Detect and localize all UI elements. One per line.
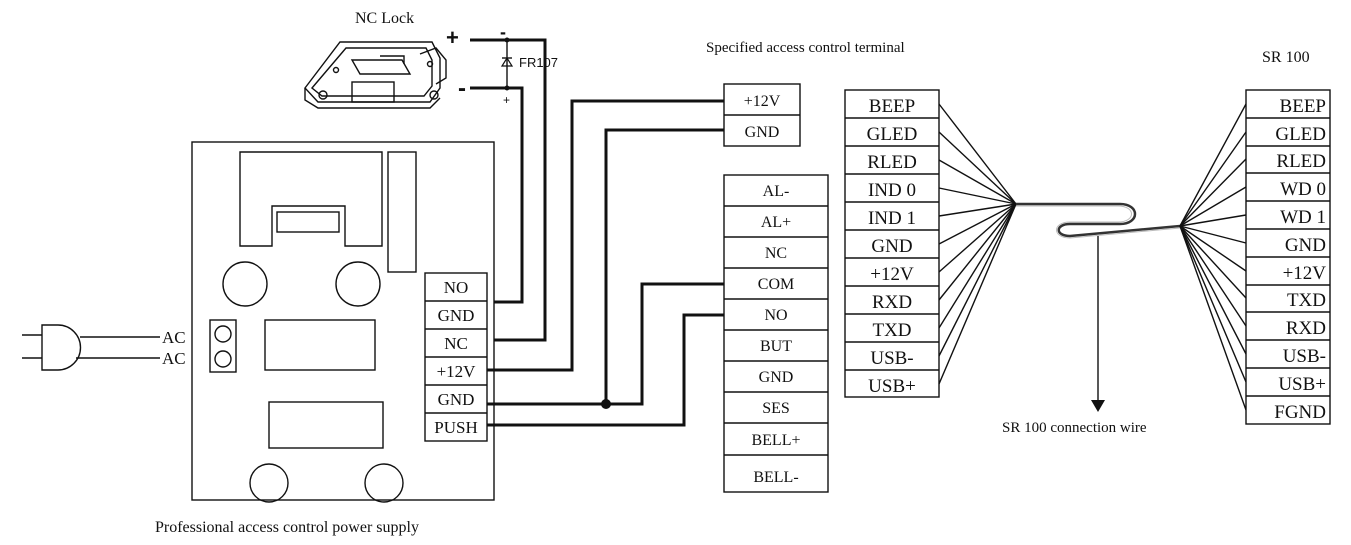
terminal-al-plus: AL+ <box>761 214 791 231</box>
wire-com <box>606 282 724 406</box>
terminal-power-12v: +12V <box>744 93 781 110</box>
reader-pin-ind1: IND 1 <box>868 208 916 229</box>
terminal-no: NO <box>764 307 787 324</box>
junction-dot <box>601 399 611 409</box>
terminal-io-block <box>723 174 829 493</box>
connection-cable <box>1016 202 1181 412</box>
sr100-pin-block <box>1245 89 1331 425</box>
psu-terminal-nc: NC <box>444 334 468 353</box>
psu-terminal-block <box>424 272 488 442</box>
sr100-pin-gnd: GND <box>1285 235 1326 256</box>
reader-pin-usb-minus: USB- <box>870 348 913 369</box>
reader-pin-usb-plus: USB+ <box>868 376 916 397</box>
power-supply-label: Professional access control power supply <box>155 519 419 536</box>
psu-terminal-gnd: GND <box>438 306 475 325</box>
terminal-al-minus: AL- <box>763 183 790 200</box>
ac-label-1: AC <box>162 328 186 347</box>
sr100-pin-wd1: WD 1 <box>1280 207 1326 228</box>
diode-minus: - <box>500 22 506 42</box>
ac-plug-icon <box>22 324 160 371</box>
sr100-fan-lines <box>1179 103 1247 411</box>
psu-terminal-push: PUSH <box>434 418 477 437</box>
reader-fan-lines <box>938 103 1017 385</box>
reader-pin-beep: BEEP <box>869 96 915 117</box>
sr100-pin-usb-minus: USB- <box>1283 346 1326 367</box>
wire-12v <box>487 99 724 372</box>
psu-terminal-gnd-2: GND <box>438 390 475 409</box>
reader-pin-txd: TXD <box>872 320 911 341</box>
lock-plus-sign: + <box>446 25 459 50</box>
diode-plus: + <box>503 93 510 107</box>
diode-label: FR107 <box>519 55 558 70</box>
sr100-pin-beep: BEEP <box>1280 96 1326 117</box>
reader-pin-12v: +12V <box>870 264 914 285</box>
terminal-power-block <box>723 83 801 147</box>
sr100-pin-wd0: WD 0 <box>1280 179 1326 200</box>
sr100-pin-txd: TXD <box>1287 290 1326 311</box>
sr100-pin-fgnd: FGND <box>1274 402 1326 423</box>
psu-terminal-12v: +12V <box>437 362 477 381</box>
sr100-pin-rled: RLED <box>1276 151 1326 172</box>
lock-illustration <box>304 41 447 109</box>
wire-label: SR 100 connection wire <box>1002 420 1147 436</box>
terminal-title: Specified access control terminal <box>706 40 905 56</box>
terminal-ses: SES <box>762 400 790 417</box>
psu-terminal-no: NO <box>444 278 469 297</box>
sr100-pin-12v: +12V <box>1283 263 1327 284</box>
lock-minus-sign: - <box>458 75 466 102</box>
ac-label-2: AC <box>162 349 186 368</box>
reader-pin-block <box>844 89 940 398</box>
reader-pin-rxd: RXD <box>872 292 912 313</box>
reader-pin-gled: GLED <box>867 124 918 145</box>
sr100-pin-usb-plus: USB+ <box>1278 374 1326 395</box>
lock-label: NC Lock <box>355 10 414 27</box>
sr100-pin-gled: GLED <box>1275 124 1326 145</box>
terminal-power-gnd: GND <box>745 124 780 141</box>
terminal-bell-minus: BELL- <box>753 469 798 486</box>
reader-pin-ind0: IND 0 <box>868 180 916 201</box>
terminal-bell-plus: BELL+ <box>751 432 800 449</box>
wire-push-no <box>487 313 724 427</box>
sr100-title: SR 100 <box>1262 49 1310 66</box>
diode-symbol <box>500 37 514 91</box>
reader-pin-rled: RLED <box>867 152 917 173</box>
terminal-gnd: GND <box>759 369 794 386</box>
reader-pin-gnd: GND <box>871 236 912 257</box>
sr100-pin-rxd: RXD <box>1286 318 1326 339</box>
terminal-nc: NC <box>765 245 787 262</box>
wire-lock-minus-gnd <box>470 86 524 304</box>
terminal-but: BUT <box>760 338 792 355</box>
wire-gnd <box>487 128 724 406</box>
terminal-com: COM <box>758 276 794 293</box>
